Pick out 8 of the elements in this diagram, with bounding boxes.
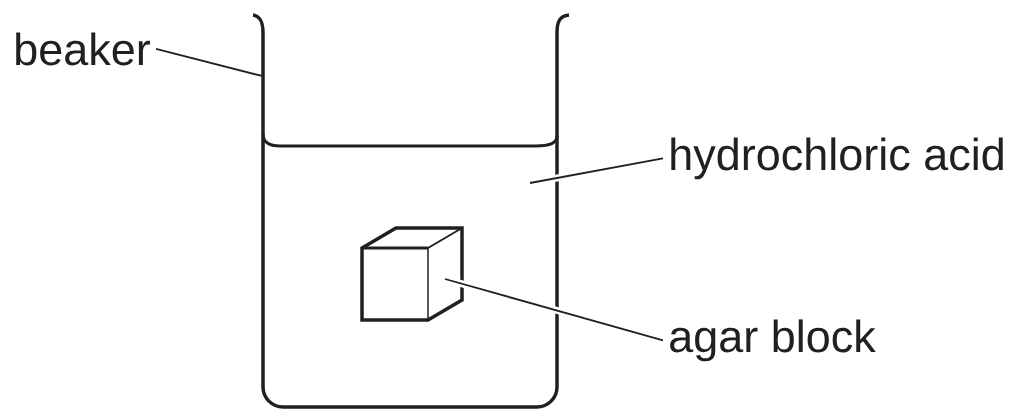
leader-line (155, 46, 263, 79)
beaker (251, 13, 570, 409)
part-label: beaker (16, 32, 151, 66)
leader-line (529, 155, 664, 186)
part-label: agar block (670, 319, 876, 362)
leader-line (444, 277, 664, 343)
part-label: hydrochloric acid (671, 137, 1003, 180)
cube (360, 226, 464, 322)
